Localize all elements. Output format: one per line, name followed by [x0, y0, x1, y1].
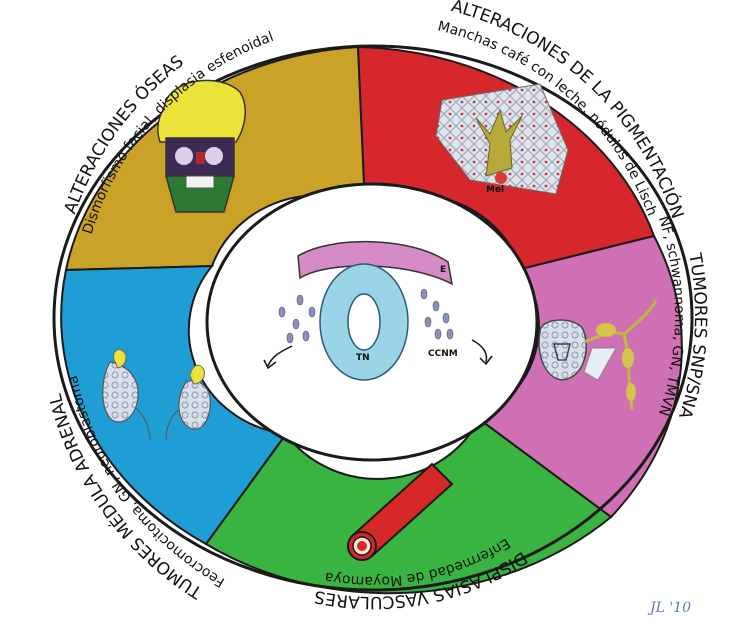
- neural-crest-label: CCNM: [428, 349, 458, 359]
- sector-adrenal: [60, 264, 288, 546]
- blood-vessel-icon: [347, 462, 454, 561]
- spinal-ganglion-icon: [538, 299, 658, 411]
- adrenal-glands-icon: [102, 349, 211, 441]
- neural-crest-center-illustration: E TN CCNM: [263, 240, 493, 381]
- neural-tube-label: TN: [356, 353, 370, 363]
- skull-icon: [157, 79, 246, 213]
- melanocyte-label: Mel: [486, 185, 504, 195]
- skin-melanocyte-icon: Mel: [435, 83, 569, 195]
- ectoderm-label: E: [440, 265, 446, 275]
- author-signature: JL '10: [647, 600, 691, 616]
